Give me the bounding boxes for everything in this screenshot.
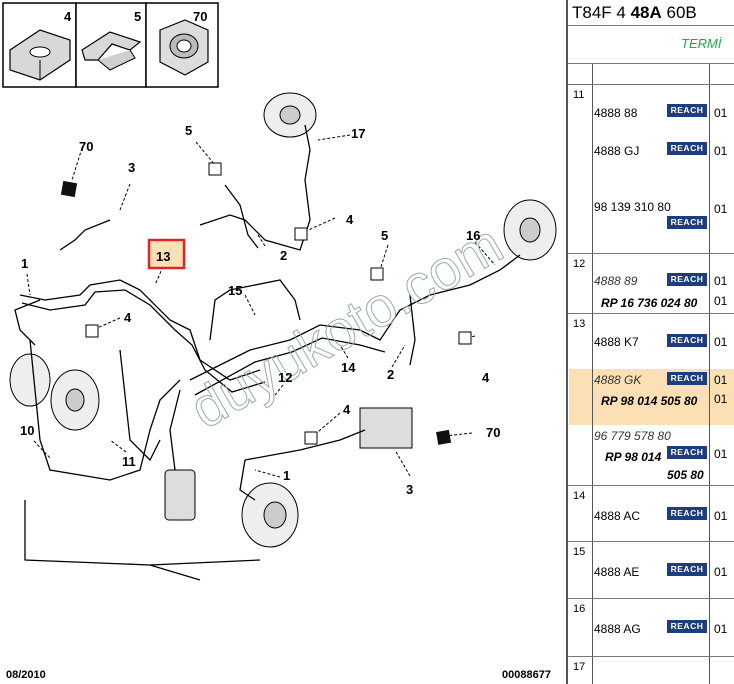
col-divider-2 [709,63,710,684]
reach-badge: REACH [667,216,707,229]
reach-badge: REACH [667,273,707,286]
part-number[interactable]: 4888 GJ [594,144,640,158]
callout-3b: 3 [406,482,413,497]
quantity: 01 [714,144,728,158]
inset-clip-4 [2,2,77,88]
diagram-drawing: duyukoto.com 4 5 70 70 3 5 17 4 2 13 1 1… [2,2,557,581]
reach-badge: REACH [667,620,707,633]
quantity: 01 [714,335,728,349]
callout-1b: 1 [283,468,290,483]
quantity: 01 [714,294,728,308]
row-number: 12 [573,258,586,270]
reach-badge: REACH [667,104,707,117]
part-number[interactable]: 4888 88 [594,106,638,120]
part-number[interactable]: 96 779 578 80 [594,429,671,443]
part-number[interactable]: 4888 AE [594,565,640,579]
callout-11: 11 [122,454,136,469]
callout-4: 4 [346,212,354,227]
fork-clip-icon [81,31,142,61]
reach-badge: REACH [667,507,707,520]
callout-70: 70 [79,139,93,154]
reach-badge: REACH [667,142,707,155]
brake-pipe-diagram: duyukoto.com 4 5 70 70 3 5 17 4 2 13 1 1… [2,2,557,681]
row-number: 16 [573,603,586,615]
quantity: 01 [714,447,728,461]
part-number[interactable]: 98 139 310 80 [594,200,671,214]
callout-5b: 5 [381,228,388,243]
callout-10: 10 [20,423,34,438]
part-number[interactable]: 4888 AG [594,622,641,636]
footer-date: 08/2010 [6,669,46,681]
replacement-part-cont[interactable]: 505 80 [667,468,704,482]
replacement-part[interactable]: RP 16 736 024 80 [601,296,698,310]
status-label: TERMİ [681,36,722,51]
callout-4c: 4 [482,370,490,385]
quantity: 01 [714,274,728,288]
callout-14: 14 [341,360,356,375]
inset-label-70: 70 [193,9,207,24]
callout-70b: 70 [486,425,500,440]
replacement-part[interactable]: RP 98 014 [605,450,662,464]
quantity: 01 [714,509,728,523]
callout-13: 13 [156,249,170,264]
inset-clip-5 [75,2,147,88]
quantity: 01 [714,565,728,579]
callout-3: 3 [128,160,135,175]
reach-badge: REACH [667,334,707,347]
reach-badge: REACH [667,372,707,385]
replacement-part[interactable]: RP 98 014 505 80 [601,394,698,408]
panel-divider [566,0,568,684]
selected-part-13-box[interactable] [147,238,186,270]
reach-badge: REACH [667,446,707,459]
callout-1: 1 [21,256,28,271]
footer-code: 00088677 [502,669,551,681]
row-number: 15 [573,546,586,558]
row-number: 14 [573,490,586,502]
callout-12: 12 [278,370,292,385]
callout-4d: 4 [343,402,351,417]
callout-15: 15 [228,283,242,298]
part-number-selected[interactable]: 4888 GK [594,373,642,387]
quantity: 01 [714,106,728,120]
part-number[interactable]: 4888 89 [594,274,638,288]
callout-17: 17 [351,126,365,141]
part-number[interactable]: 4888 K7 [594,335,639,349]
inset-label-4: 4 [64,9,72,24]
col-divider-1 [592,63,593,684]
reference-title: T84F 4 48A 60B [572,3,697,22]
callout-4b: 4 [124,310,132,325]
quantity: 01 [714,202,728,216]
row-number: 11 [573,89,585,101]
quantity: 01 [714,622,728,636]
callout-2b: 2 [387,367,394,382]
inset-nut-70 [145,2,219,88]
quantity: 01 [714,392,728,406]
reach-badge: REACH [667,563,707,576]
callout-2: 2 [280,248,287,263]
part-number[interactable]: 4888 AC [594,509,641,523]
row-number: 17 [573,661,586,673]
callout-16: 16 [466,228,480,243]
inset-label-5: 5 [134,9,141,24]
quantity: 01 [714,373,728,387]
callout-5: 5 [185,123,192,138]
hex-nut-icon [159,19,209,76]
row-number: 13 [573,318,586,330]
